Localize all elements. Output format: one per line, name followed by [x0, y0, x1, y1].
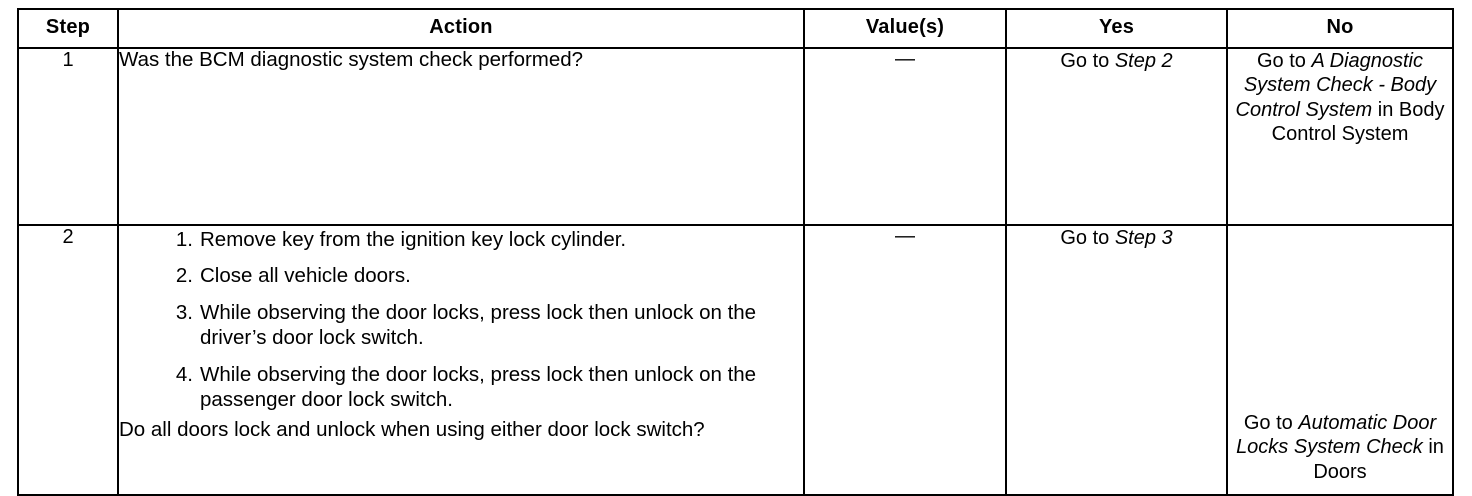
step-action-cell: Remove key from the ignition key lock cy… — [117, 224, 805, 496]
step-value-cell: — — [803, 224, 1007, 496]
list-item: Remove key from the ignition key lock cy… — [167, 227, 627, 253]
column-header-action: Action — [117, 8, 805, 49]
diagnostic-procedure-table: Step Action Value(s) Yes No 1 Was the BC… — [17, 8, 1454, 496]
no-prefix: Go to — [1243, 411, 1299, 434]
step-value-cell: — — [803, 47, 1007, 226]
table-row: 2 Remove key from the ignition key lock … — [17, 224, 1454, 496]
list-item: Close all vehicle doors. — [167, 263, 411, 289]
list-item: While observing the door locks, press lo… — [167, 300, 757, 350]
no-reference: A Diagnostic System Check - Body Control… — [1235, 50, 1437, 121]
column-header-yes: Yes — [1005, 8, 1228, 49]
step-action-cell: Was the BCM diagnostic system check perf… — [117, 47, 805, 226]
no-prefix: Go to — [1256, 50, 1312, 72]
step-number: 1 — [17, 47, 119, 226]
yes-reference: Step 3 — [1114, 227, 1173, 249]
table-header-row: Step Action Value(s) Yes No — [17, 8, 1454, 49]
step-yes-cell: Go to Step 3 — [1005, 224, 1228, 496]
step-yes-cell: Go to Step 2 — [1005, 47, 1228, 226]
yes-reference: Step 2 — [1114, 50, 1173, 72]
value-dash: — — [895, 48, 915, 70]
yes-prefix: Go to — [1060, 50, 1115, 72]
list-item: While observing the door locks, press lo… — [167, 362, 757, 412]
column-header-value: Value(s) — [803, 8, 1007, 49]
step-no-cell: Go to A Diagnostic System Check - Body C… — [1226, 47, 1454, 226]
yes-prefix: Go to — [1060, 227, 1115, 249]
no-suffix: in Body Control System — [1271, 98, 1445, 146]
step-no-cell: Go to Automatic Door Locks System Check … — [1226, 224, 1454, 496]
table-row: 1 Was the BCM diagnostic system check pe… — [17, 47, 1454, 226]
no-suffix: in Doors — [1313, 436, 1444, 483]
value-dash: — — [895, 225, 915, 247]
step-number: 2 — [17, 224, 119, 496]
column-header-step: Step — [17, 8, 119, 49]
action-question: Do all doors lock and unlock when using … — [119, 418, 705, 442]
no-reference: Automatic Door Locks System Check — [1236, 411, 1437, 459]
column-header-no: No — [1226, 8, 1454, 49]
action-question: Was the BCM diagnostic system check perf… — [119, 48, 584, 71]
action-step-list: Remove key from the ignition key lock cy… — [119, 227, 803, 412]
